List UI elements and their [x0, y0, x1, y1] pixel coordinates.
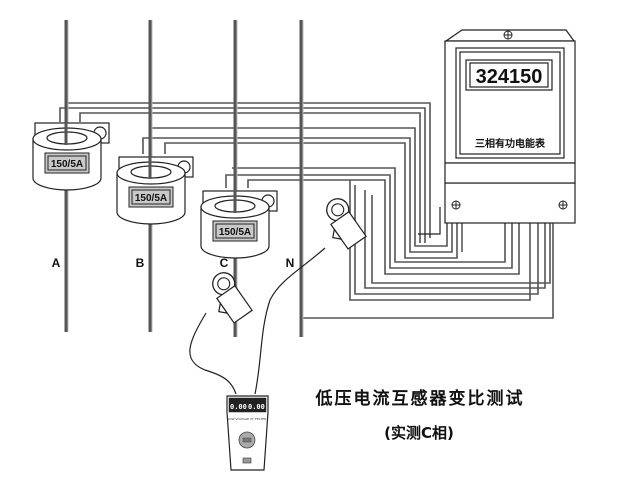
lcd-left-value: 0.00 [230, 403, 247, 411]
phase-label-a: A [52, 256, 61, 270]
meter-reading: 324150 [476, 66, 543, 88]
tester-cable-secondary [254, 247, 326, 395]
tester-lcd [228, 397, 267, 413]
ct-rating-a: 150/5A [51, 159, 83, 170]
ct-phase-b: 150/5A [116, 147, 194, 225]
secondary-clamp[interactable] [315, 194, 368, 252]
ct-tester-device[interactable]: 0.00 0.00 LOW VOLTAGE CT TESTER [226, 395, 269, 471]
tester-cable-primary [189, 312, 237, 395]
power-button[interactable] [242, 457, 252, 464]
ct-phase-a: 150/5A [32, 113, 110, 191]
three-phase-energy-meter: 324150 三相有功电能表 [444, 29, 576, 224]
lcd-right-value: 0.00 [248, 403, 265, 411]
phase-label-n: N [286, 256, 295, 270]
diagram-subtitle: (实测C相) [384, 424, 454, 442]
meter-name: 三相有功电能表 [475, 137, 546, 150]
ct-phase-c: 150/5A [200, 181, 278, 259]
crosshair-screw-icon [558, 200, 568, 210]
ct-rating-b: 150/5A [135, 193, 167, 204]
phase-label-b: B [136, 256, 145, 270]
diagram-title: 低压电流互感器变比测试 [315, 388, 525, 409]
primary-clamp-c[interactable] [201, 268, 254, 326]
phase-label-c: C [220, 256, 229, 270]
crosshair-screw-icon [503, 30, 513, 40]
ct-rating-c: 150/5A [219, 227, 251, 238]
enter-button[interactable] [242, 437, 252, 443]
tester-model-text: LOW VOLTAGE CT TESTER [228, 417, 267, 421]
dpad-button[interactable] [238, 431, 256, 449]
crosshair-screw-icon [451, 200, 461, 210]
